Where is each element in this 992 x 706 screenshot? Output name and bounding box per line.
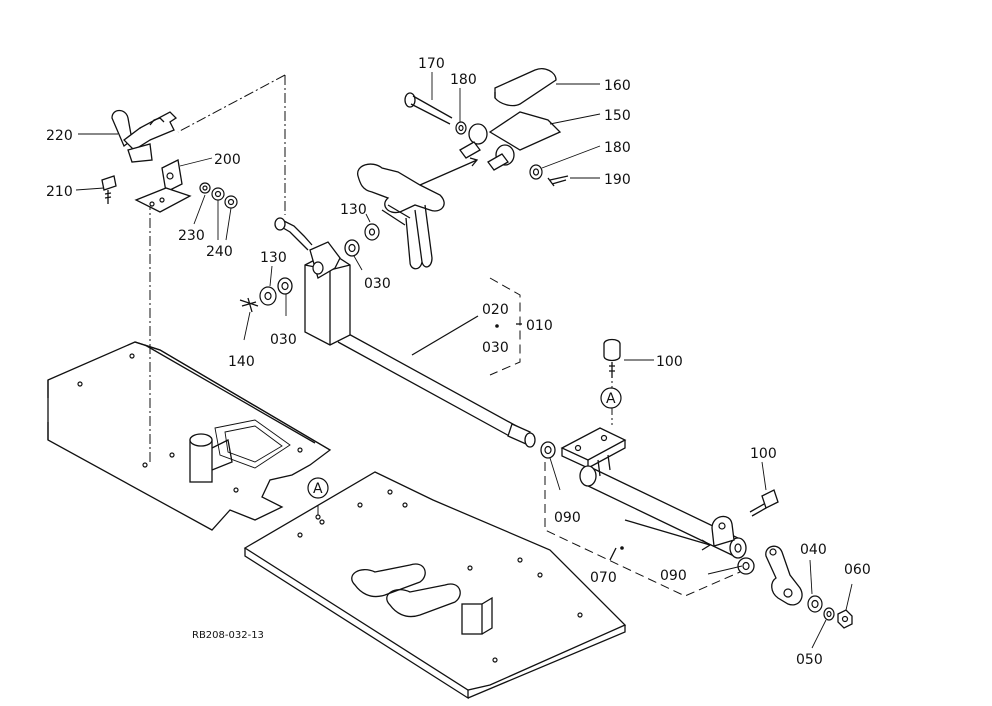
label-leaders: [75, 72, 853, 649]
label-A-upper: A: [606, 391, 616, 407]
callout-A-upper: [600, 387, 622, 409]
label-190: 190: [604, 172, 631, 188]
label-130-upper: 130: [340, 202, 367, 218]
washer-130-lower: [259, 286, 277, 306]
callout-A-lower: [307, 477, 329, 499]
label-A-lower: A: [313, 481, 323, 497]
pin-170: [404, 92, 453, 125]
assembly-box-010: [411, 277, 522, 376]
nut-060: [837, 609, 853, 629]
bolt-100-lower: [749, 489, 779, 517]
drawing-reference: RB208-032-13: [192, 630, 264, 641]
label-010: 010: [526, 318, 553, 334]
label-240: 240: [206, 244, 233, 260]
label-180-right: 180: [604, 140, 631, 156]
bushing-130-upper: [364, 223, 380, 241]
washers-180: [455, 121, 543, 180]
part-labels: 170 180 160 150 180 190 220 200 210 230 …: [46, 56, 871, 668]
bushing-030-lower: [277, 277, 293, 295]
pedal-bracket-assembly: [111, 109, 192, 213]
cotter-140: [239, 297, 259, 313]
cotter-190: [547, 175, 569, 187]
washer-040: [807, 595, 823, 613]
nuts-230-240: [199, 182, 238, 209]
label-030-lower: 030: [270, 332, 297, 348]
pedal-lever: [357, 157, 479, 270]
label-060: 060: [844, 562, 871, 578]
washer-050: [823, 607, 835, 621]
label-150: 150: [604, 108, 631, 124]
label-220: 220: [46, 128, 73, 144]
label-040: 040: [800, 542, 827, 558]
pedal-arm-150: [459, 111, 562, 171]
label-130-lower: 130: [260, 250, 287, 266]
bolt-100-upper: [603, 338, 621, 378]
label-160: 160: [604, 78, 631, 94]
label-030-box: 030: [482, 340, 509, 356]
label-090-right: 090: [660, 568, 687, 584]
label-210: 210: [46, 184, 73, 200]
label-050: 050: [796, 652, 823, 668]
right-floor-plate: [243, 471, 627, 700]
bolt-210: [101, 175, 117, 204]
label-230: 230: [178, 228, 205, 244]
left-floor-plate: [47, 341, 332, 531]
label-170: 170: [418, 56, 445, 72]
bracket-upper-right: [560, 427, 627, 477]
bushing-090-left: [540, 441, 556, 459]
dashed-box-070: [544, 462, 741, 597]
label-100-upper: 100: [656, 354, 683, 370]
pedal-pad-160: [494, 68, 557, 107]
label-100-lower: 100: [750, 446, 777, 462]
label-090-left: 090: [554, 510, 581, 526]
shaft-020: [274, 217, 536, 448]
label-020: 020: [482, 302, 509, 318]
label-200: 200: [214, 152, 241, 168]
bushing-090-right: [737, 557, 755, 575]
label-070: 070: [590, 570, 617, 586]
label-030-upper: 030: [364, 276, 391, 292]
arm-bracket: [765, 545, 803, 606]
label-140: 140: [228, 354, 255, 370]
bushing-030-upper: [344, 239, 360, 257]
shaft-070: [579, 465, 747, 559]
label-180-top: 180: [450, 72, 477, 88]
